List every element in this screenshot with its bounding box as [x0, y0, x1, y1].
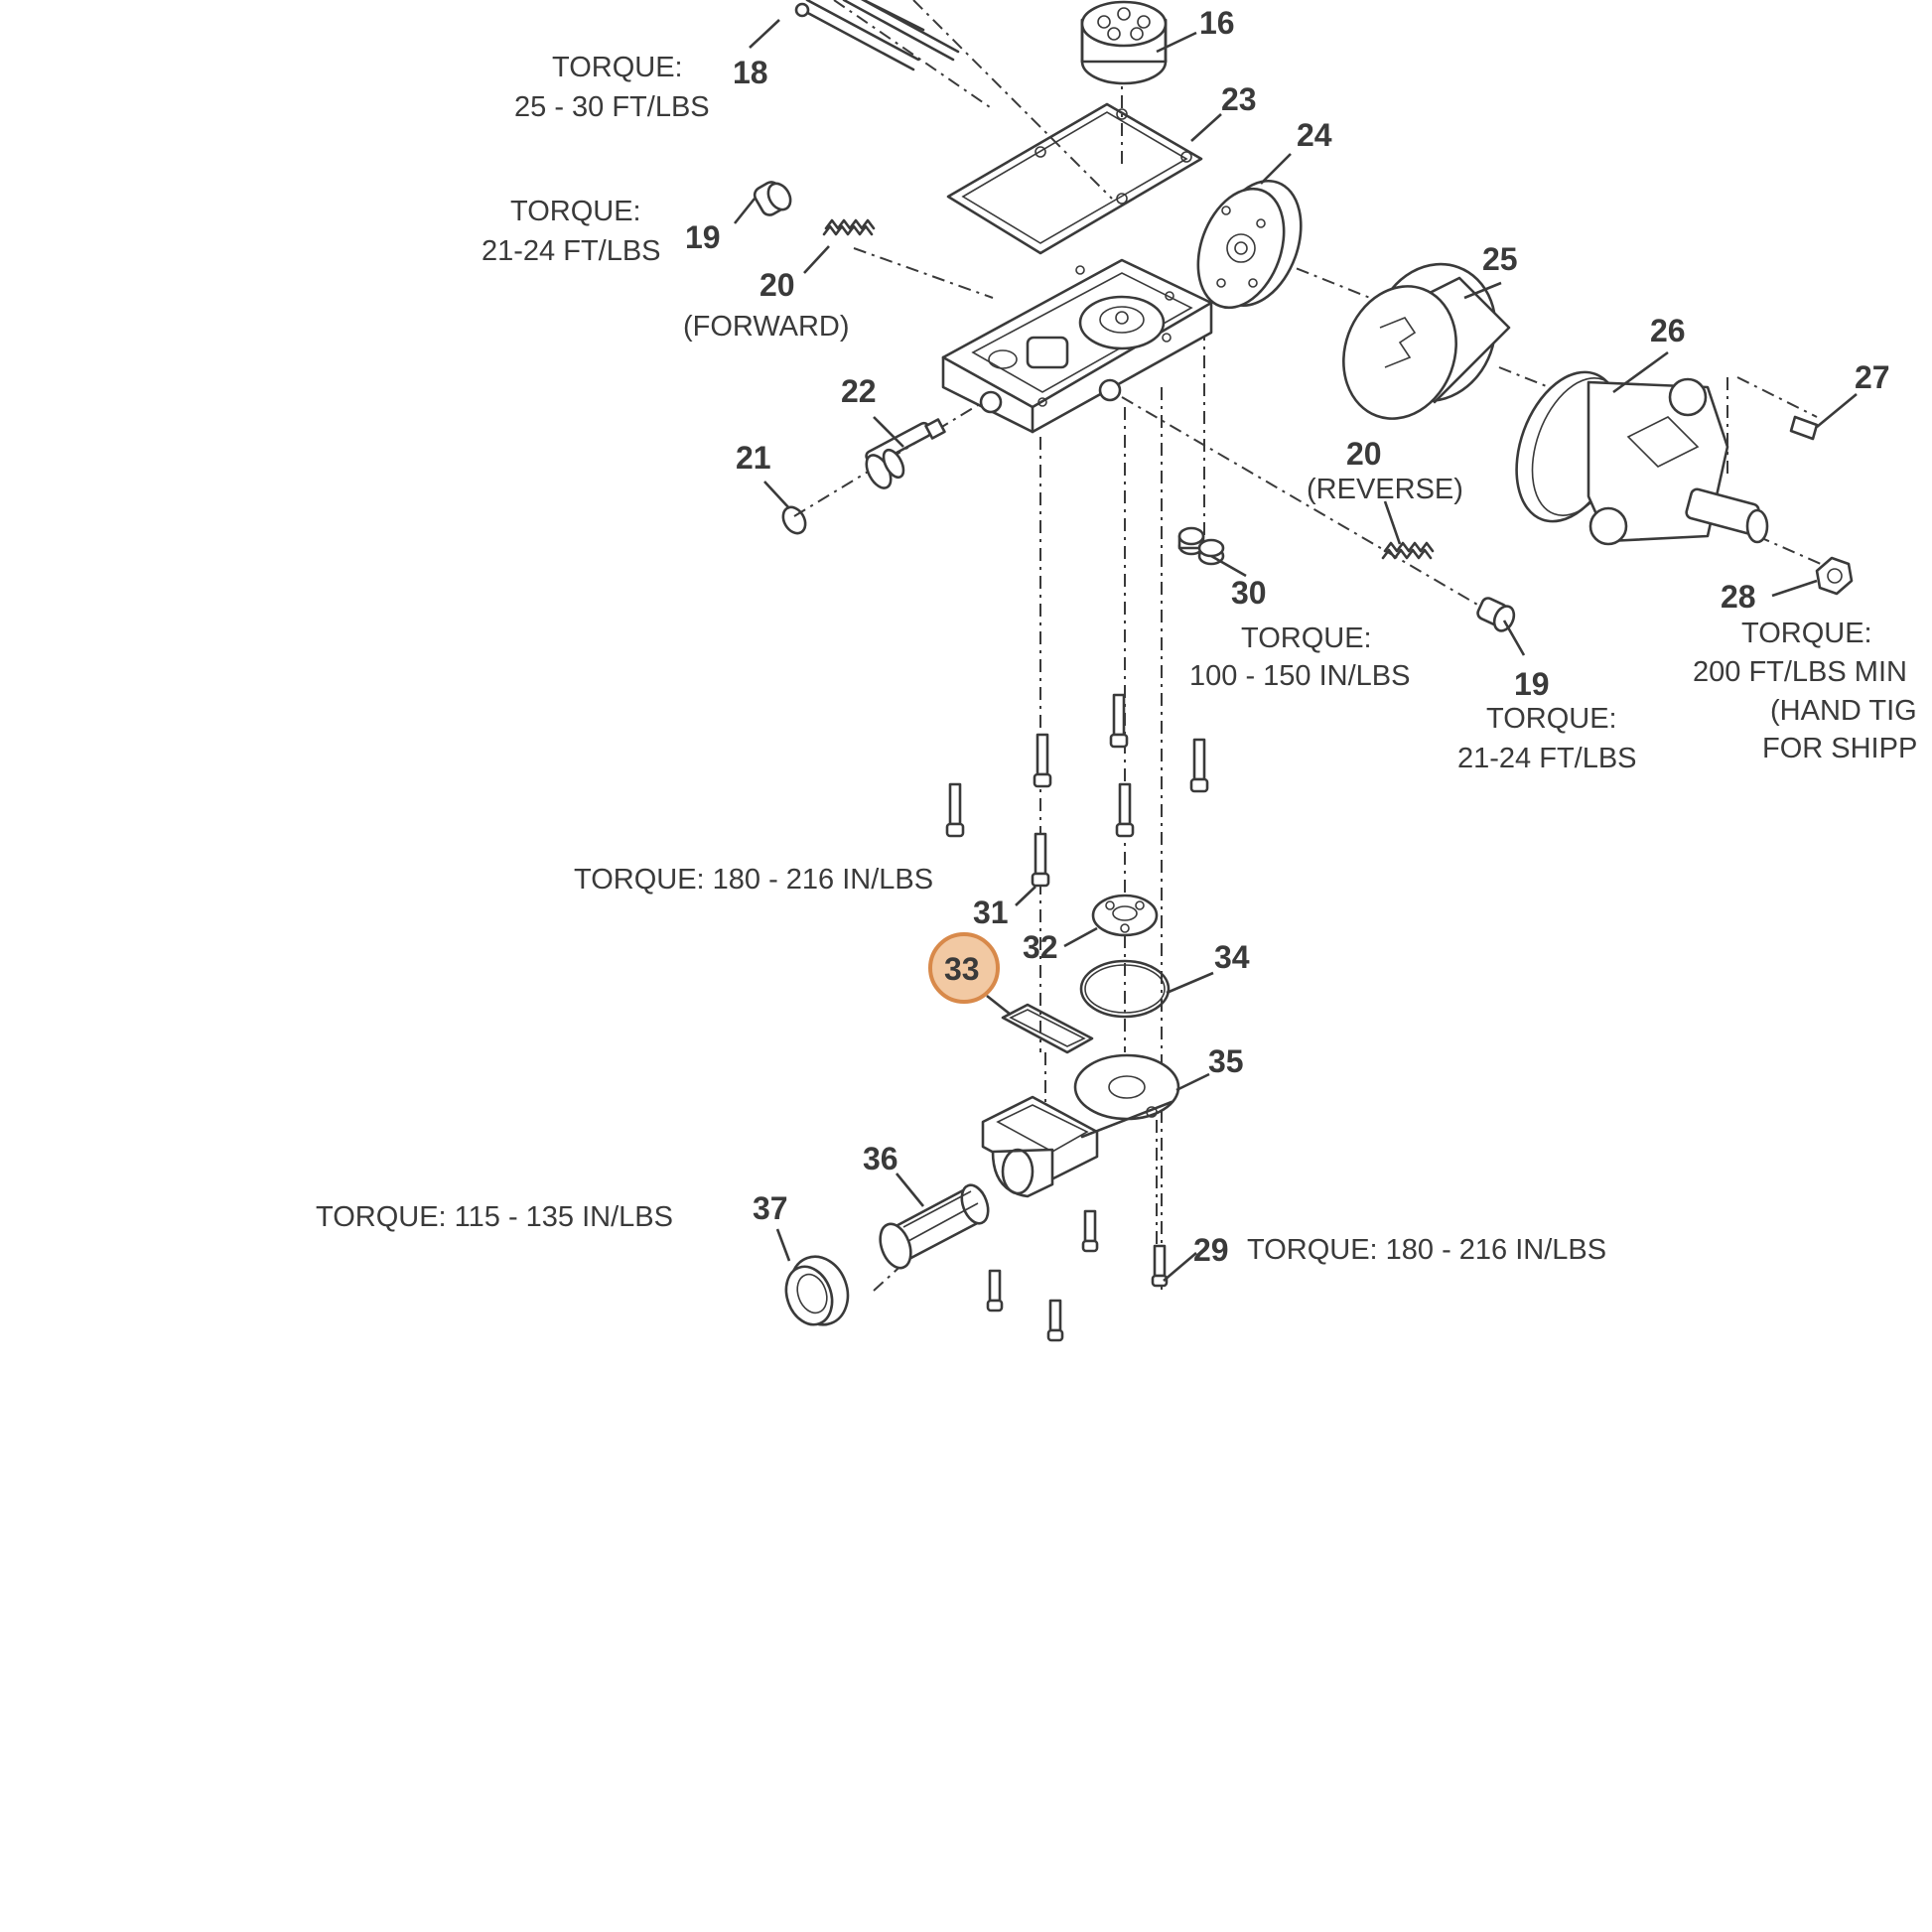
part-37-cap — [784, 1255, 850, 1326]
part-28-nut — [1815, 556, 1854, 596]
callout-18: 18 — [733, 55, 768, 90]
main-housing — [941, 258, 1213, 434]
callout-19: 19 — [685, 219, 721, 255]
callout-30: 30 — [1231, 575, 1267, 611]
part-27-key — [1789, 415, 1819, 441]
note-19-upper-line2: 21-24 FT/LBS — [482, 235, 661, 267]
part-19-fitting-lower — [1476, 597, 1516, 632]
note-19-lower-line1: TORQUE: — [1486, 703, 1617, 735]
part-22-valve — [865, 418, 946, 489]
note-18-line1: TORQUE: — [552, 52, 683, 83]
note-31: TORQUE: 180 - 216 IN/LBS — [574, 864, 933, 896]
callout-25: 25 — [1482, 241, 1518, 277]
part-21-oring — [781, 505, 807, 535]
note-28-line1: TORQUE: — [1741, 618, 1872, 649]
part-35-lower-housing — [981, 1053, 1180, 1198]
callout-29: 29 — [1193, 1232, 1229, 1268]
part-18-bolts — [794, 0, 960, 71]
callout-20: 20 — [1346, 436, 1382, 472]
callout-28: 28 — [1721, 579, 1756, 615]
note-forward: (FORWARD) — [683, 311, 850, 343]
note-19-lower-line2: 21-24 FT/LBS — [1457, 743, 1637, 774]
leader-lines — [733, 19, 1858, 1282]
part-26-pump-assembly — [1515, 370, 1769, 546]
callout-32: 32 — [1023, 929, 1058, 965]
callout-26: 26 — [1650, 313, 1686, 348]
callout-21: 21 — [736, 440, 771, 476]
part-32-gerotor — [1091, 894, 1159, 937]
callout-23: 23 — [1221, 81, 1257, 117]
note-28-line4: FOR SHIPP — [1762, 733, 1917, 764]
note-30-line1: TORQUE: — [1241, 622, 1372, 654]
highlight-circle — [928, 932, 1000, 1004]
callout-20: 20 — [759, 267, 795, 303]
callout-22: 22 — [841, 373, 877, 409]
note-29: TORQUE: 180 - 216 IN/LBS — [1247, 1234, 1606, 1266]
callout-16: 16 — [1199, 5, 1235, 41]
callout-36: 36 — [863, 1141, 898, 1176]
callout-31: 31 — [973, 895, 1009, 930]
part-16-pump-block — [1080, 0, 1168, 85]
callout-19: 19 — [1514, 666, 1550, 702]
part-24-flange — [1196, 179, 1303, 310]
part-23-gasket — [946, 102, 1203, 255]
part-34-oring — [1079, 959, 1171, 1019]
callout-numbers: 16 18 23 24 19 20 25 26 27 22 21 20 30 1… — [685, 5, 1890, 1268]
part-20-spring-reverse — [1381, 541, 1435, 560]
torque-notes: TORQUE: 25 - 30 FT/LBS TORQUE: 21-24 FT/… — [316, 52, 1917, 1266]
part-19-fitting-upper — [753, 181, 792, 216]
callout-33: 33 — [944, 951, 980, 987]
note-30-line2: 100 - 150 IN/LBS — [1189, 660, 1410, 692]
note-28-line3: (HAND TIG — [1770, 695, 1917, 727]
part-33-gasket — [1001, 1003, 1094, 1054]
part-20-spring-forward — [822, 218, 876, 236]
note-18-line2: 25 - 30 FT/LBS — [514, 91, 710, 123]
callout-24: 24 — [1297, 117, 1332, 153]
callout-35: 35 — [1208, 1043, 1244, 1079]
callout-27: 27 — [1855, 359, 1890, 395]
callout-37: 37 — [753, 1190, 788, 1226]
bolts — [945, 693, 1209, 1342]
note-reverse: (REVERSE) — [1307, 474, 1463, 505]
note-37: TORQUE: 115 - 135 IN/LBS — [316, 1201, 673, 1233]
note-19-upper-line1: TORQUE: — [510, 196, 641, 227]
note-28-line2: 200 FT/LBS MIN — [1693, 656, 1907, 688]
part-36-filter — [879, 1183, 990, 1270]
callout-34: 34 — [1214, 939, 1250, 975]
